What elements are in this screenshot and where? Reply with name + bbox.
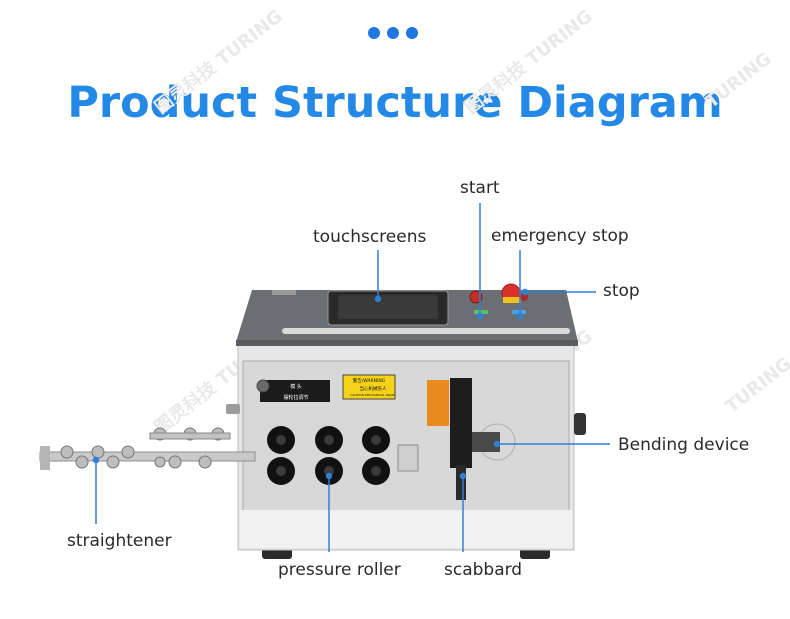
svg-text:警告/WARNING: 警告/WARNING <box>353 377 386 384</box>
label-pressure-roller: pressure roller <box>278 560 401 580</box>
label-bending-device: Bending device <box>618 435 750 455</box>
pagination-dots <box>368 27 418 39</box>
straightener <box>39 427 256 470</box>
label-start: start <box>460 178 500 198</box>
indicator-strip <box>282 328 570 334</box>
svg-text:摆轮拉调节: 摆轮拉调节 <box>283 394 308 401</box>
scabbard-block <box>450 378 472 468</box>
svg-text:CAUTION MECHANICAL INJURY: CAUTION MECHANICAL INJURY <box>350 393 396 397</box>
svg-text:模 头: 模 头 <box>290 383 302 390</box>
start-button <box>469 290 483 304</box>
page-title: Product Structure Diagram <box>67 78 723 128</box>
control-label-plate <box>260 380 330 402</box>
leader-lines <box>92 203 610 552</box>
dot-3 <box>406 27 418 39</box>
warning-sticker <box>342 374 396 400</box>
orange-sticker <box>427 380 449 426</box>
label-touchscreens: touchscreens <box>313 227 427 247</box>
machine-base <box>240 510 572 548</box>
label-stop: stop <box>603 281 640 301</box>
dot-2 <box>387 27 399 39</box>
label-straightener: straightener <box>67 531 172 551</box>
pressure-rollers <box>267 426 390 485</box>
label-scabbard: scabbard <box>444 560 523 580</box>
label-emergency-stop: emergency stop <box>491 226 629 246</box>
dot-1 <box>368 27 380 39</box>
svg-text:当心机械伤人: 当心机械伤人 <box>360 385 387 392</box>
